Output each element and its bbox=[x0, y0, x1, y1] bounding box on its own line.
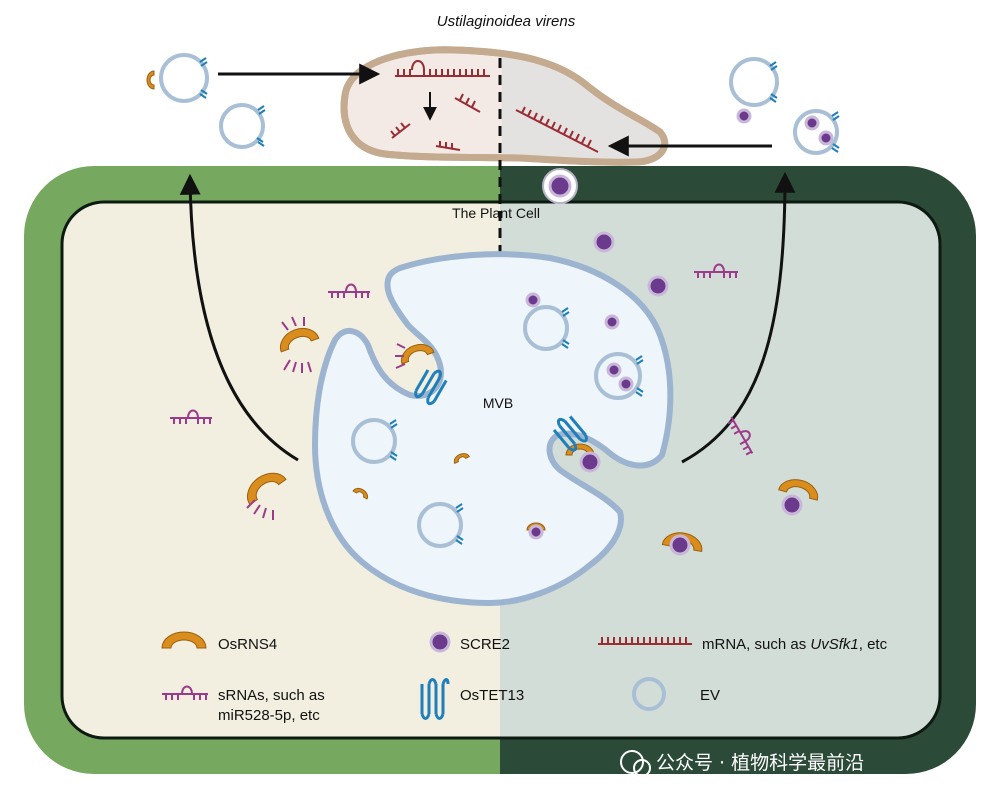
legend-osrns4-label: OsRNS4 bbox=[218, 636, 277, 653]
arrow-left-up bbox=[179, 173, 299, 462]
scre2-proteins bbox=[429, 108, 834, 653]
legend-scre2-label: SCRE2 bbox=[460, 636, 510, 653]
scre2-core bbox=[548, 174, 572, 198]
mvb-label: MVB bbox=[483, 395, 513, 411]
wechat-icon-secondary bbox=[633, 759, 651, 777]
legend-srna-line1: sRNAs, such as bbox=[218, 687, 325, 704]
legend-ev-label: EV bbox=[700, 687, 720, 704]
extracellular-vesicles bbox=[159, 53, 839, 711]
plant-cell-label: The Plant Cell bbox=[452, 205, 540, 221]
legend-mrna-gene: UvSfk1 bbox=[810, 636, 858, 653]
fungus-title: Ustilaginoidea virens bbox=[437, 13, 576, 30]
legend-mrna-label: mRNA, such as UvSfk1, etc bbox=[702, 636, 888, 653]
legend-mrna-suffix: , etc bbox=[859, 636, 888, 653]
fungus-cell bbox=[340, 46, 669, 166]
watermark: 公众号 · 植物科学最前沿 bbox=[620, 750, 864, 777]
wechat-icon bbox=[620, 750, 644, 774]
mrna-strands bbox=[390, 60, 692, 645]
ev-surface-marks bbox=[199, 57, 840, 545]
arrow-right-up bbox=[681, 171, 796, 464]
legend-srna-line2: miR528-5p, etc bbox=[218, 707, 320, 724]
osrns4-srna-tails bbox=[246, 316, 406, 520]
legend-ostet13-label: OsTET13 bbox=[460, 687, 524, 704]
legend-mrna-prefix: mRNA, such as bbox=[702, 636, 810, 653]
ostet13-proteins bbox=[414, 369, 588, 720]
watermark-text: 公众号 · 植物科学最前沿 bbox=[656, 752, 864, 774]
srna-molecules bbox=[162, 263, 754, 700]
